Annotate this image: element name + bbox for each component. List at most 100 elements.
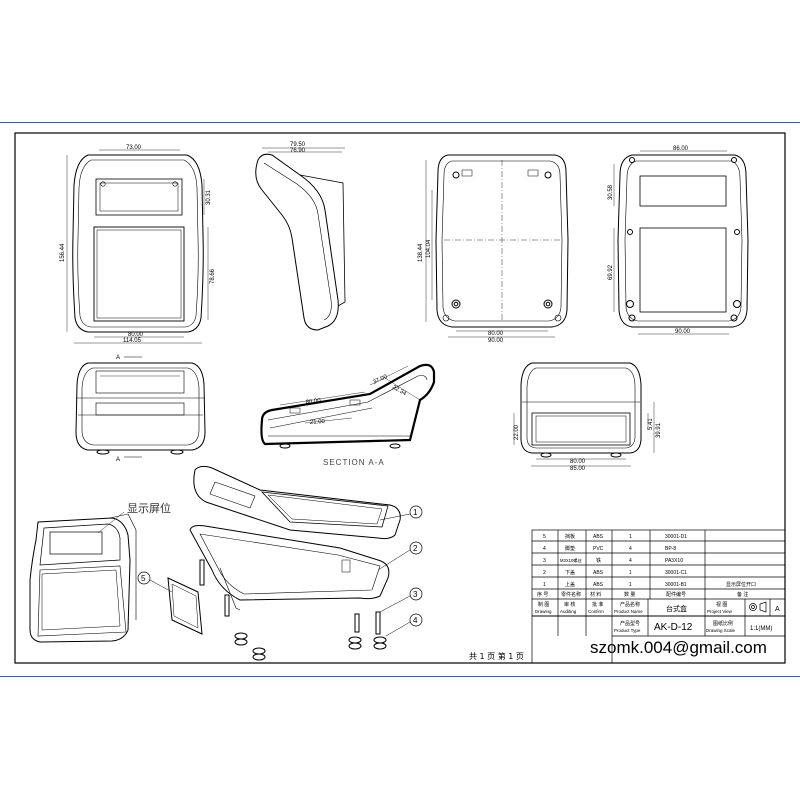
front-elevation (75, 356, 206, 458)
title-block: 制 图 Drawing 审 核 Auditing 批 准 Confirm 产品名… (535, 601, 780, 633)
section-a-a (260, 363, 436, 449)
section-label: SECTION A-A (323, 458, 385, 467)
foot-3 (348, 636, 362, 644)
bom-row-2-code: 30001-C1 (665, 570, 687, 576)
section-dim-4: 22.34 (391, 385, 408, 398)
bom-row-1-no: 1 (543, 582, 546, 588)
balloon-3: 3 (413, 590, 418, 599)
balloon-4: 4 (413, 616, 418, 625)
side-plate (167, 577, 203, 635)
bom-row-3-name: M3X10螺丝 (560, 557, 582, 564)
bom-table (531, 529, 786, 664)
tb-auditing-en: Auditing (560, 609, 577, 614)
sheet-count: 共 1 页 第 1 页 (469, 652, 524, 661)
end-dim-width-1: 80.00 (570, 459, 586, 465)
screw-2 (224, 594, 230, 617)
tb-view-letter: A (775, 606, 780, 613)
bottom-blue-rule (0, 676, 800, 677)
bottom-dim-height-inner: 104.04 (426, 239, 432, 258)
balloon-group (137, 505, 423, 627)
balloon-2: 2 (413, 544, 418, 553)
top-dim-width-bottom: 90.00 (675, 329, 691, 335)
bom-row-3-qty: 4 (629, 558, 632, 564)
bom-row-4-name: 脚垫 (565, 545, 575, 552)
tb-drawing-en: Drawing (535, 609, 552, 614)
section-dim-3: 21.00 (310, 419, 326, 426)
front-view (66, 149, 209, 344)
tb-product-type-cn: 产品型号 (620, 620, 640, 627)
tb-product-name-en: Product Name (614, 609, 643, 614)
display-position-label: 显示屏位 (127, 501, 171, 515)
bom-row-5-qty: 1 (629, 534, 632, 540)
tb-drawing-cn: 制 图 (538, 601, 549, 608)
front-dim-width-total: 114.05 (123, 338, 142, 344)
screw-3 (354, 613, 360, 633)
tb-confirm-cn: 批 准 (592, 601, 603, 608)
side-view (255, 147, 346, 331)
bom-row-4-code: BP-8 (665, 546, 676, 552)
side-dim-depth-2: 76.90 (290, 148, 306, 154)
bottom-dim-height-total: 138.44 (418, 243, 424, 262)
bom-header-material: 材 料 (590, 591, 601, 598)
top-dim-height-2: 69.92 (608, 264, 614, 280)
front-dim-width-top: 73.00 (126, 145, 142, 151)
section-dim-2: 80.00 (305, 398, 321, 406)
bottom-view (425, 154, 569, 338)
bom-row-1-code: 30001-B1 (665, 582, 687, 588)
front-dim-window-height: 30.31 (206, 189, 212, 205)
bom-header-name: 零件名称 (561, 591, 581, 598)
bom-row-2-name: 下盖 (565, 569, 575, 576)
end-dim-height-2: 5.41 (648, 418, 654, 430)
tb-scale-cn: 图纸比例 (713, 620, 733, 627)
bom-row-1-note: 显示屏位开口 (726, 581, 756, 588)
screw-1 (199, 559, 205, 586)
bom-row-3-no: 3 (543, 558, 546, 564)
balloon-1: 1 (413, 508, 418, 517)
bom-row-4-qty: 4 (629, 546, 632, 552)
bom-rows: 5 挡板 ABS 1 30001-D1 4 脚垫 PVC 4 BP-8 3 M3… (537, 533, 756, 598)
bom-header-no: 序 号 (537, 591, 548, 598)
end-dim-height-3: 39.91 (656, 422, 662, 438)
end-dim-height-1: 22.00 (514, 424, 520, 440)
bom-row-5-code: 30001-D1 (665, 534, 687, 540)
bom-row-5-no: 5 (543, 534, 546, 540)
contact-email: szomk.004@gmail.com (590, 638, 767, 657)
screw-4 (375, 611, 381, 635)
tb-product-type-en: Product Type (614, 628, 641, 633)
exploded-view (149, 465, 411, 661)
bom-row-1-name: 上盖 (565, 581, 575, 588)
top-view (613, 150, 749, 335)
foot-4 (373, 636, 387, 644)
tb-project-view-cn: 视 图 (716, 601, 727, 608)
bom-row-2-material: ABS (593, 570, 604, 576)
side-dim-depth-1: 79.50 (290, 142, 306, 148)
bom-row-1-qty: 1 (629, 582, 632, 588)
tb-scale: 1:1(MM) (750, 626, 772, 632)
top-blue-rule (0, 122, 800, 123)
drawing-frame (14, 132, 786, 664)
end-view (513, 362, 655, 467)
tb-confirm-en: Confirm (588, 609, 604, 614)
top-margin (0, 0, 800, 122)
section-mark-a-top: A (116, 355, 120, 361)
bom-row-2-qty: 1 (629, 570, 632, 576)
bom-header-qty: 数 量 (624, 591, 635, 598)
tb-auditing-cn: 审 核 (564, 601, 575, 608)
front-dim-screen-height: 78.66 (210, 268, 216, 284)
bom-row-1-material: ABS (593, 582, 604, 588)
iso-view (29, 511, 137, 643)
bom-header-note: 备 注 (737, 591, 748, 598)
bottom-shell (189, 525, 390, 601)
end-dim-width-2: 85.00 (570, 466, 586, 472)
bom-row-5-name: 挡板 (565, 533, 575, 540)
foot-2 (252, 647, 266, 655)
bom-row-4-no: 4 (543, 546, 546, 552)
top-dim-height-1: 30.58 (608, 184, 614, 200)
balloon-5: 5 (141, 574, 146, 583)
bom-row-3-code: PA3X10 (665, 558, 683, 564)
tb-product-type: AK-D-12 (654, 622, 693, 633)
bom-row-5-material: ABS (593, 534, 604, 540)
bom-row-2-no: 2 (543, 570, 546, 576)
bom-row-4-material: PVC (593, 546, 604, 552)
